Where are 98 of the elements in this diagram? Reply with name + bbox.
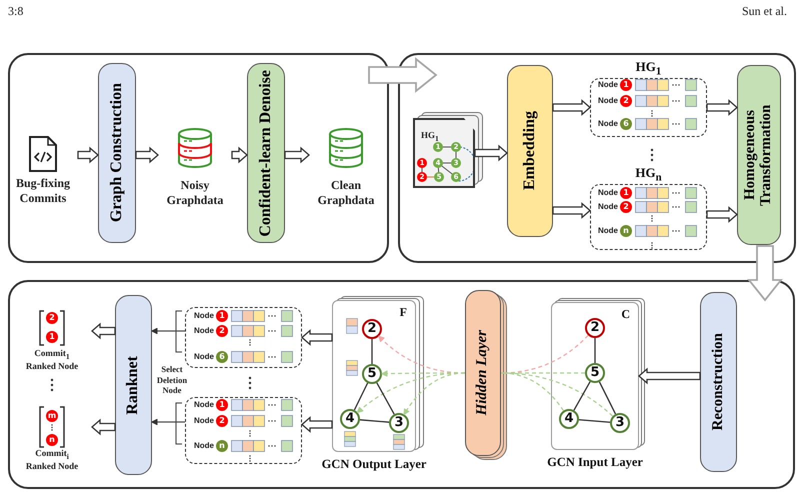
graph-edge <box>598 382 616 414</box>
graph-node: 4 <box>340 409 360 429</box>
node-badge: 1 <box>216 310 228 322</box>
process-label: Ranknet <box>125 356 142 414</box>
block-arrow <box>638 368 701 384</box>
block-arrow <box>135 146 159 164</box>
node-badge: n <box>46 434 58 446</box>
panel-frame <box>398 53 796 263</box>
row-label: Node <box>598 118 618 130</box>
graph-edge <box>594 338 596 363</box>
graph-edge <box>354 382 368 410</box>
panel-frame <box>8 280 795 489</box>
caption-text: Noisy Graphdata <box>166 178 224 207</box>
row-label: Node <box>598 95 618 107</box>
graph-node: 5 <box>585 363 605 383</box>
node-badge: 6 <box>216 351 228 363</box>
node-badge: 2 <box>620 95 632 107</box>
row-label: Node <box>194 325 214 337</box>
node-badge: n <box>216 440 228 452</box>
page-header: Sun et al. <box>742 4 787 19</box>
process-label: Reconstruction <box>710 333 726 431</box>
node-badge: 6 <box>620 118 632 130</box>
row-label: Node <box>194 415 214 427</box>
page-header: 3:8 <box>8 4 24 19</box>
dashed-group <box>185 397 302 464</box>
process-box <box>507 65 553 237</box>
row-label: Node <box>598 201 618 213</box>
card-letter: C <box>621 307 630 322</box>
layer-caption: GCN Input Layer <box>546 455 644 471</box>
dashed-group <box>185 307 302 368</box>
arrow <box>151 418 186 426</box>
block-arrow <box>77 146 99 164</box>
caption-text: Commit$_{i}$ Ranked Node <box>24 448 80 472</box>
layer-box <box>465 290 501 456</box>
row-label: Node <box>194 351 214 363</box>
row-label: Node <box>598 79 618 91</box>
block-arrow <box>284 146 310 164</box>
block-arrow <box>747 245 783 302</box>
dashed-arrow <box>403 372 466 416</box>
block-arrow <box>91 322 116 340</box>
block-arrow <box>91 418 116 436</box>
row-label: Node <box>194 399 214 411</box>
document-title: HG$_{1}$ <box>421 130 439 143</box>
process-label: Embedding <box>522 111 538 191</box>
block-arrow <box>474 144 508 162</box>
node-badge: n <box>620 225 632 237</box>
process-box <box>247 63 285 243</box>
block-arrow <box>706 206 738 223</box>
graph-node: 5 <box>362 364 382 384</box>
process-label: Confident-learn Denoise <box>258 70 274 236</box>
node-badge: 1 <box>620 187 632 199</box>
row-label: Node <box>194 440 214 452</box>
node-badge: 2 <box>620 201 632 213</box>
graph-edge <box>376 382 395 415</box>
node-badge: 1 <box>46 331 58 343</box>
process-label: Graph Construction <box>108 83 126 223</box>
node-badge: m <box>46 410 58 422</box>
graph-edge <box>360 419 390 423</box>
panel-frame <box>8 53 389 263</box>
block-arrow <box>301 329 333 346</box>
row-label: Node <box>598 187 618 199</box>
caption-text: Bug-fixing Commits <box>14 176 71 205</box>
row-label: Node <box>194 310 214 322</box>
row-label: Node <box>598 225 618 237</box>
note-text: Select Deletion Node <box>156 364 188 396</box>
node-badge: 2 <box>216 415 228 427</box>
graph-node: 4 <box>559 409 579 429</box>
block-arrow <box>368 57 438 93</box>
node-badge: 2 <box>46 312 58 324</box>
block-arrow <box>301 416 333 433</box>
group-heading: HG$_{n}$ <box>635 165 662 184</box>
group-heading: HG$_{1}$ <box>636 59 662 78</box>
block-arrow <box>706 99 738 116</box>
layer-label: Hidden Layer <box>475 330 491 416</box>
node-badge: 1 <box>216 399 228 411</box>
document-card <box>413 118 475 188</box>
graph-edge <box>371 339 373 364</box>
process-box <box>737 65 781 245</box>
process-box <box>115 295 152 475</box>
process-label: Homogeneous Transformation <box>743 103 775 208</box>
graph-node: 3 <box>389 413 409 433</box>
caption-text: Commit$_{1}$ Ranked Node <box>24 348 80 372</box>
arrow <box>151 328 186 334</box>
graph-node: 3 <box>610 413 630 433</box>
process-box <box>700 292 737 472</box>
graph-node: 2 <box>585 318 605 338</box>
graph-edge <box>573 381 591 411</box>
node-badge: 1 <box>620 79 632 91</box>
process-box <box>98 63 136 243</box>
layer-caption: GCN Output Layer <box>320 457 428 473</box>
graph-node: 2 <box>362 319 382 339</box>
graph-edge <box>578 419 610 423</box>
block-arrow <box>552 99 591 116</box>
block-arrow <box>552 202 591 219</box>
node-badge: 2 <box>216 325 228 337</box>
caption-text: Clean Graphdata <box>316 178 376 207</box>
card-letter: F <box>400 305 407 320</box>
block-arrow <box>231 146 248 164</box>
